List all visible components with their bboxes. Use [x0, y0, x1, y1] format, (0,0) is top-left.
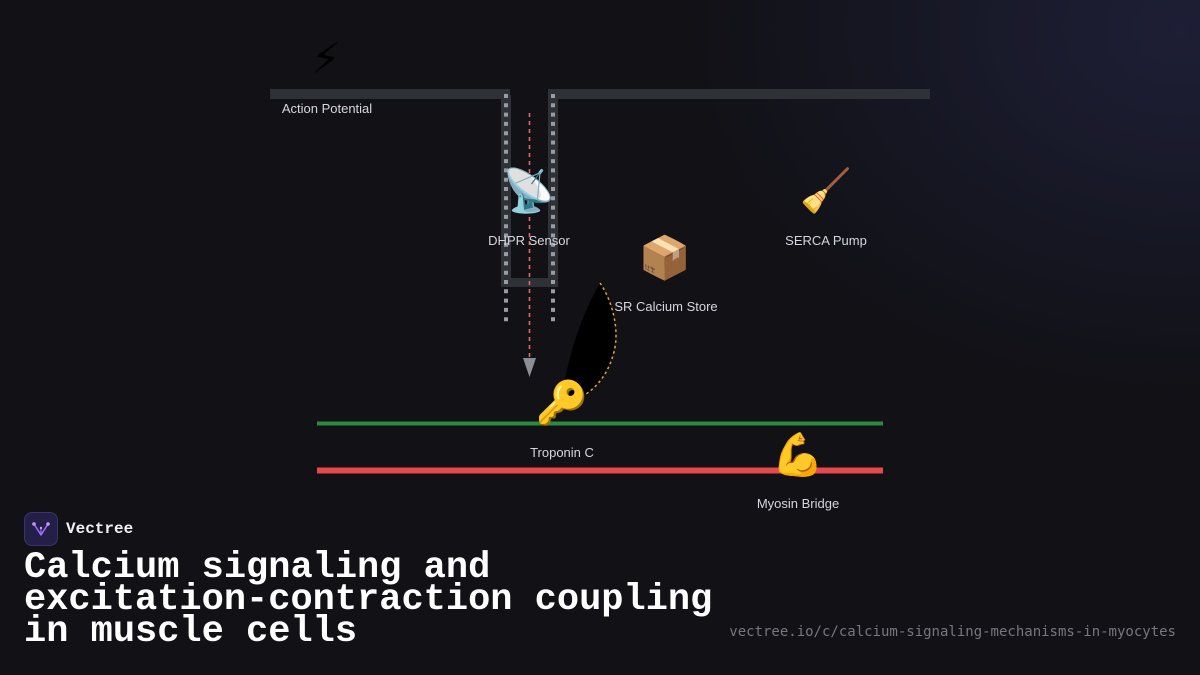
- source-url[interactable]: vectree.io/c/calcium-signaling-mechanism…: [729, 624, 1176, 640]
- calcium-flow-fill: [562, 283, 615, 398]
- broom-icon: 🧹: [799, 166, 853, 215]
- brand-name: Vectree: [66, 520, 134, 538]
- sarcolemma-left: [270, 89, 510, 99]
- node-label-troponin-c: Troponin C: [530, 445, 594, 460]
- sarcolemma-right: [548, 89, 930, 99]
- node-label-action-potential: Action Potential: [281, 101, 373, 116]
- package-icon: 📦: [638, 233, 692, 282]
- node-label-serca-pump: SERCA Pump: [785, 233, 867, 248]
- signal-arrowhead: [523, 358, 536, 377]
- calcium-flow-path: [582, 282, 617, 397]
- lightning-icon: ⚡: [311, 34, 341, 83]
- brand[interactable]: Vectree: [24, 512, 133, 546]
- flexed-biceps-icon: 💪: [771, 430, 825, 479]
- node-label-myosin-bridge: Myosin Bridge: [756, 496, 840, 511]
- node-label-dhpr-sensor: DHPR Sensor: [488, 233, 570, 248]
- page-title: Calcium signaling and excitation-contrac…: [24, 547, 713, 653]
- satellite-dish-icon: 📡: [502, 166, 556, 215]
- vectree-logo-icon: [24, 512, 58, 546]
- node-label-sr-calcium-store: SR Calcium Store: [614, 299, 718, 314]
- key-icon: 🔑: [535, 378, 589, 427]
